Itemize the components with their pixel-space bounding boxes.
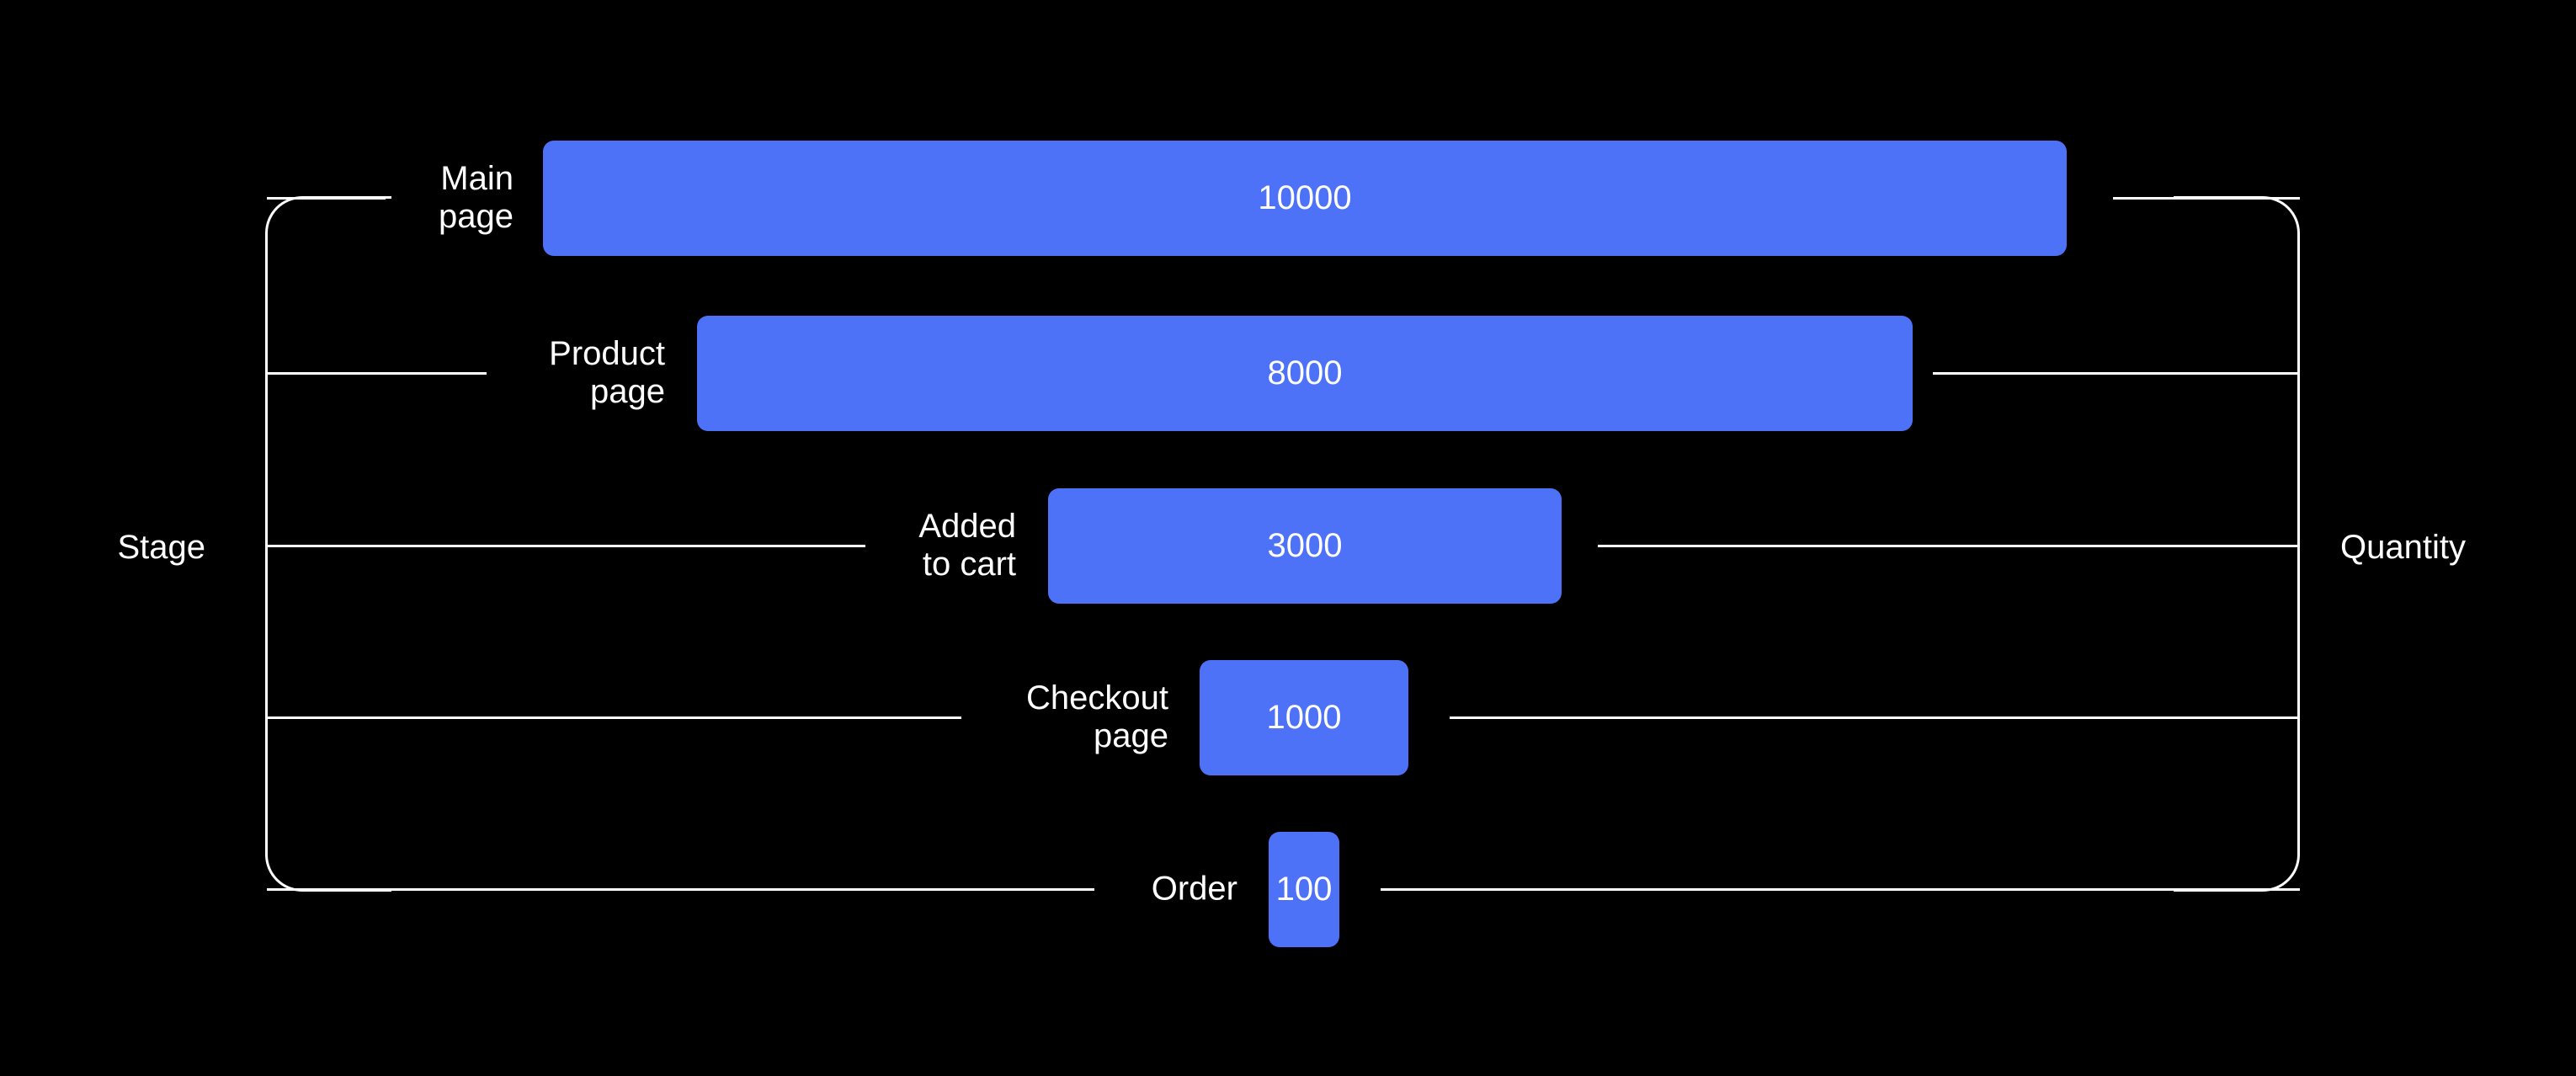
quantity-connector-line <box>1381 888 2300 891</box>
funnel-bar[interactable]: 10000 <box>543 140 2067 256</box>
bar-value-label: 100 <box>1275 871 1333 908</box>
quantity-connector-line <box>1933 372 2300 375</box>
quantity-connector-line <box>1598 545 2300 547</box>
stage-category-label: Added to cart <box>918 508 1016 583</box>
funnel-bar[interactable]: 100 <box>1269 831 1339 947</box>
stage-category-label: Product page <box>549 335 665 410</box>
quantity-axis-bracket <box>2174 196 2300 892</box>
bar-value-label: 3000 <box>1267 527 1343 564</box>
stage-connector-line <box>267 197 386 200</box>
bar-value-label: 10000 <box>1258 179 1352 216</box>
stage-axis-title: Stage <box>117 529 205 566</box>
quantity-connector-line <box>1450 716 2300 719</box>
stage-connector-line <box>267 545 865 547</box>
funnel-bar[interactable]: 8000 <box>697 315 1913 431</box>
bar-value-label: 1000 <box>1266 699 1342 736</box>
bar-value-label: 8000 <box>1267 354 1343 392</box>
funnel-bar[interactable]: 1000 <box>1200 659 1408 775</box>
stage-category-label: Checkout page <box>1026 679 1168 754</box>
stage-connector-line <box>267 716 961 719</box>
quantity-connector-line <box>2113 197 2300 200</box>
funnel-bar[interactable]: 3000 <box>1048 487 1562 604</box>
quantity-axis-title: Quantity <box>2340 529 2466 566</box>
stage-category-label: Main page <box>439 160 514 235</box>
stage-connector-line <box>267 372 487 375</box>
stage-connector-line <box>267 888 1094 891</box>
stage-category-label: Order <box>1151 870 1237 908</box>
